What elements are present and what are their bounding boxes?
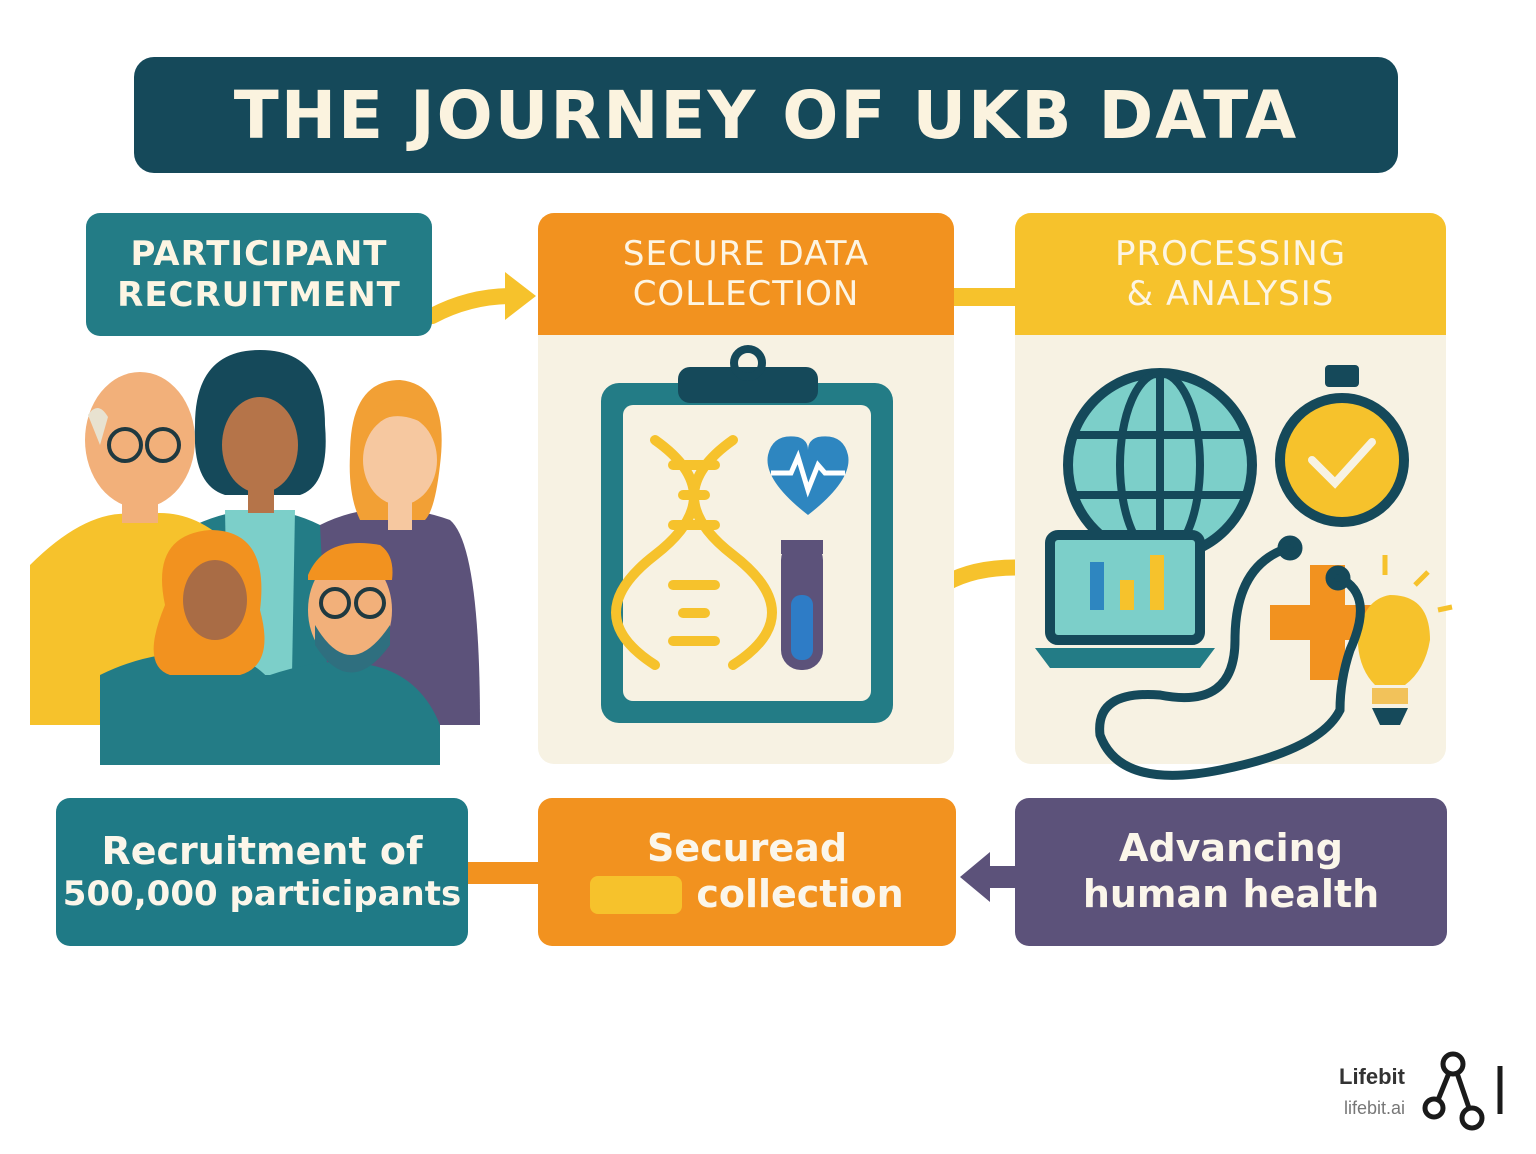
lightbulb-icon xyxy=(1358,555,1453,725)
step-recruitment-box: PARTICIPANT RECRUITMENT xyxy=(86,213,432,336)
laptop-chart-icon xyxy=(1035,530,1215,668)
connector-bottom-right xyxy=(988,866,1018,888)
step-collection-header: SECURE DATA COLLECTION xyxy=(538,213,954,335)
medical-cross-icon xyxy=(1270,565,1385,680)
step-processing-line1: PROCESSING xyxy=(1114,234,1347,274)
arrow-head-2 xyxy=(960,852,990,902)
outcome-health-line2: human health xyxy=(1082,872,1380,916)
step-recruitment-line2: RECRUITMENT xyxy=(117,274,401,315)
arrow-head-1 xyxy=(505,272,536,320)
outcome-health-box: Advancing human health xyxy=(1015,798,1447,946)
title-text: THE JOURNEY OF UKB DATA xyxy=(233,76,1299,154)
outcome-recruitment-line2: 500,000 participants xyxy=(62,874,462,915)
page-title: THE JOURNEY OF UKB DATA xyxy=(134,57,1398,173)
outcome-collection-line1: Securead xyxy=(646,826,848,871)
step-recruitment-line1: PARTICIPANT xyxy=(130,233,388,274)
outcome-collection-line2: collection xyxy=(696,872,904,916)
outcome-health-line1: Advancing xyxy=(1119,826,1343,871)
step-processing-header: PROCESSING & ANALYSIS xyxy=(1015,213,1446,335)
stethoscope-icon xyxy=(1095,535,1365,780)
brand-name: Lifebit xyxy=(1339,1064,1405,1089)
connector-bottom-left xyxy=(466,862,540,884)
step-processing-line2: & ANALYSIS xyxy=(1126,274,1335,314)
redacted-highlight xyxy=(590,875,683,914)
processing-icons xyxy=(1035,365,1453,780)
people-group-icon xyxy=(30,350,485,770)
test-tube-icon xyxy=(781,540,823,670)
dna-icon xyxy=(611,435,777,670)
heart-pulse-icon xyxy=(767,436,849,515)
brand-block: Lifebit lifebit.ai xyxy=(1320,1064,1405,1119)
step-collection-line2: COLLECTION xyxy=(632,274,860,314)
outcome-collection-box: Securead collection xyxy=(538,798,956,946)
outcome-recruitment-line1: Recruitment of xyxy=(101,828,423,873)
connector-collect-to-process xyxy=(954,288,1018,306)
lifebit-logo-icon xyxy=(1422,1051,1503,1131)
step-collection-line1: SECURE DATA xyxy=(622,234,870,274)
step-collection-card: SECURE DATA COLLECTION xyxy=(538,213,954,764)
outcome-recruitment-box: Recruitment of 500,000 participants xyxy=(56,798,468,946)
stopwatch-check-icon xyxy=(1275,365,1409,527)
brand-url: lifebit.ai xyxy=(1343,1098,1405,1118)
arrow-recruit-to-collect xyxy=(424,288,520,324)
clipboard-icon xyxy=(601,345,893,723)
globe-icon xyxy=(1063,368,1257,562)
